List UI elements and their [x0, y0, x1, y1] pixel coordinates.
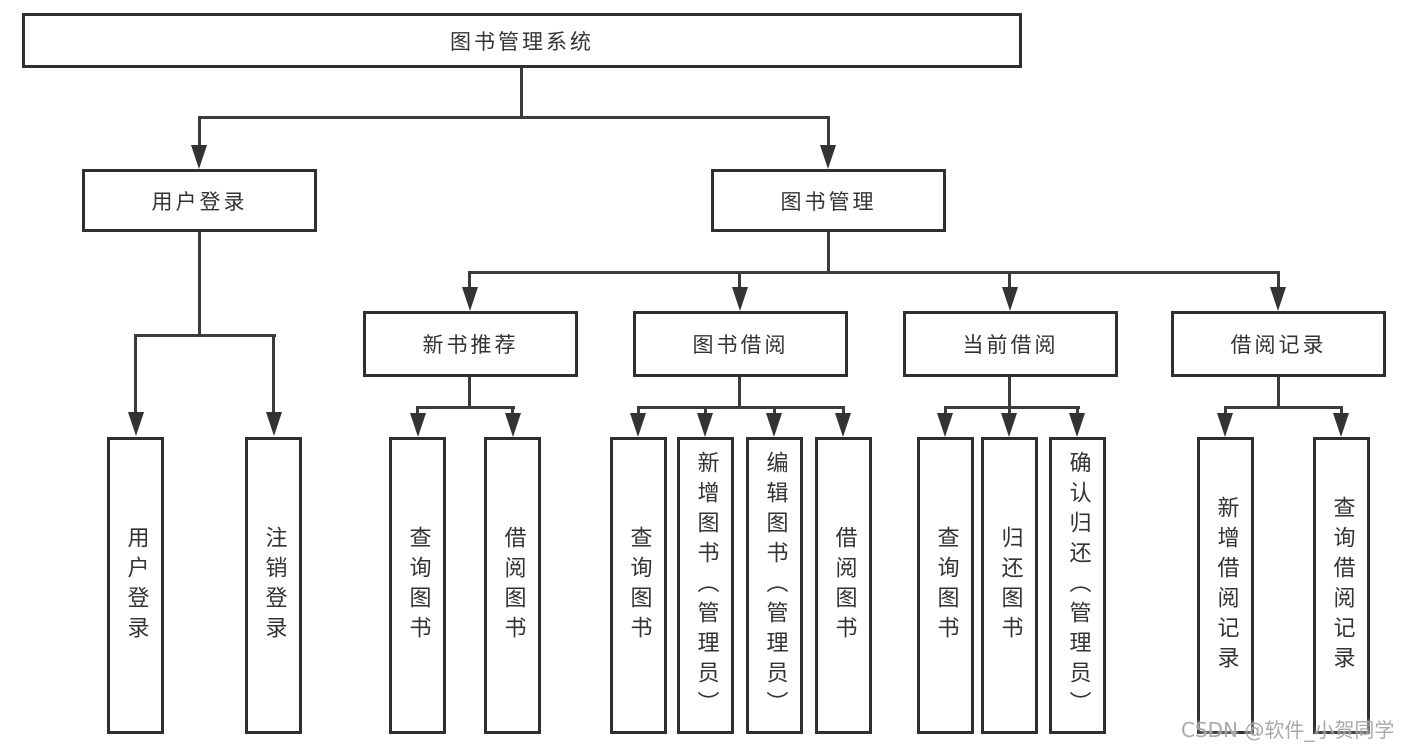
leaf-borrow-books-recommend: 借阅图书 — [484, 437, 541, 734]
connector-new-book-stub — [468, 377, 471, 408]
node-root-label: 图书管理系统 — [450, 29, 594, 54]
arrow-down-icon — [1270, 287, 1286, 311]
arrow-down-icon — [937, 413, 953, 437]
arrow-down-icon — [191, 145, 207, 169]
arrow-down-icon — [1217, 413, 1233, 437]
leaf-user-login: 用户登录 — [107, 437, 164, 734]
connector-drop-book-management — [827, 116, 830, 148]
connector-root-stub — [520, 68, 523, 118]
connector-borrow-records-stub — [1277, 377, 1280, 408]
node-root: 图书管理系统 — [22, 13, 1022, 68]
connector-book-management-stub — [827, 232, 830, 273]
arrow-down-icon — [1001, 413, 1017, 437]
arrow-down-icon — [732, 287, 748, 311]
leaf-return-books: 归还图书 — [981, 437, 1038, 734]
leaf-query-books-current: 查询图书 — [917, 437, 974, 734]
arrow-down-icon — [505, 413, 521, 437]
arrow-down-icon — [1333, 413, 1349, 437]
arrow-down-icon — [697, 413, 713, 437]
leaf-confirm-return-admin: 确认归还（管理员） — [1049, 437, 1106, 734]
arrow-down-icon — [1069, 413, 1085, 437]
connector-user-login-stub — [198, 232, 201, 336]
leaf-logout: 注销登录 — [245, 437, 302, 734]
connector-drop-borrow-records — [1277, 271, 1280, 292]
arrow-down-icon — [820, 145, 836, 169]
connector-book-borrow-rail — [637, 406, 845, 409]
leaf-query-books-recommend: 查询图书 — [389, 437, 446, 734]
leaf-add-borrow-record: 新增借阅记录 — [1197, 437, 1254, 734]
csdn-watermark: CSDN @软件_小贺同学 — [1181, 718, 1395, 742]
connector-drop-leaf-user-login — [134, 334, 137, 416]
arrow-down-icon — [835, 413, 851, 437]
node-book-management: 图书管理 — [711, 169, 946, 232]
connector-book-management-rail — [469, 271, 1280, 274]
node-user-login-label: 用户登录 — [151, 189, 248, 214]
leaf-add-books-admin: 新增图书（管理员） — [677, 437, 734, 734]
connector-user-login-rail — [134, 334, 276, 337]
connector-drop-book-borrow — [738, 271, 741, 292]
arrow-down-icon — [410, 413, 426, 437]
arrow-down-icon — [266, 412, 282, 436]
connector-current-borrow-stub — [1008, 377, 1011, 408]
connector-root-rail — [198, 116, 830, 119]
node-borrow-records: 借阅记录 — [1171, 311, 1386, 377]
arrow-down-icon — [630, 413, 646, 437]
leaf-query-borrow-record: 查询借阅记录 — [1313, 437, 1370, 734]
connector-book-borrow-stub — [738, 377, 741, 408]
connector-drop-new-book — [468, 271, 471, 292]
connector-drop-user-login — [198, 116, 201, 148]
connector-drop-leaf-logout — [272, 334, 275, 416]
arrow-down-icon — [766, 413, 782, 437]
node-book-borrow-label: 图书借阅 — [692, 333, 789, 357]
node-current-borrow: 当前借阅 — [903, 311, 1118, 377]
node-book-management-label: 图书管理 — [780, 189, 877, 214]
arrow-down-icon — [462, 287, 478, 311]
connector-borrow-records-rail — [1224, 406, 1343, 409]
node-book-borrow: 图书借阅 — [633, 311, 848, 377]
arrow-down-icon — [1002, 287, 1018, 311]
connector-drop-current-borrow — [1008, 271, 1011, 292]
leaf-query-books-borrow: 查询图书 — [610, 437, 667, 734]
connector-new-book-rail — [416, 406, 515, 409]
node-new-book-recommend-label: 新书推荐 — [422, 333, 519, 357]
node-new-book-recommend: 新书推荐 — [363, 311, 578, 377]
node-user-login: 用户登录 — [82, 169, 317, 232]
arrow-down-icon — [128, 412, 144, 436]
connector-current-borrow-rail — [944, 406, 1080, 409]
leaf-borrow-books: 借阅图书 — [815, 437, 872, 734]
node-current-borrow-label: 当前借阅 — [962, 333, 1059, 357]
node-borrow-records-label: 借阅记录 — [1230, 333, 1327, 357]
leaf-edit-books-admin: 编辑图书（管理员） — [746, 437, 803, 734]
